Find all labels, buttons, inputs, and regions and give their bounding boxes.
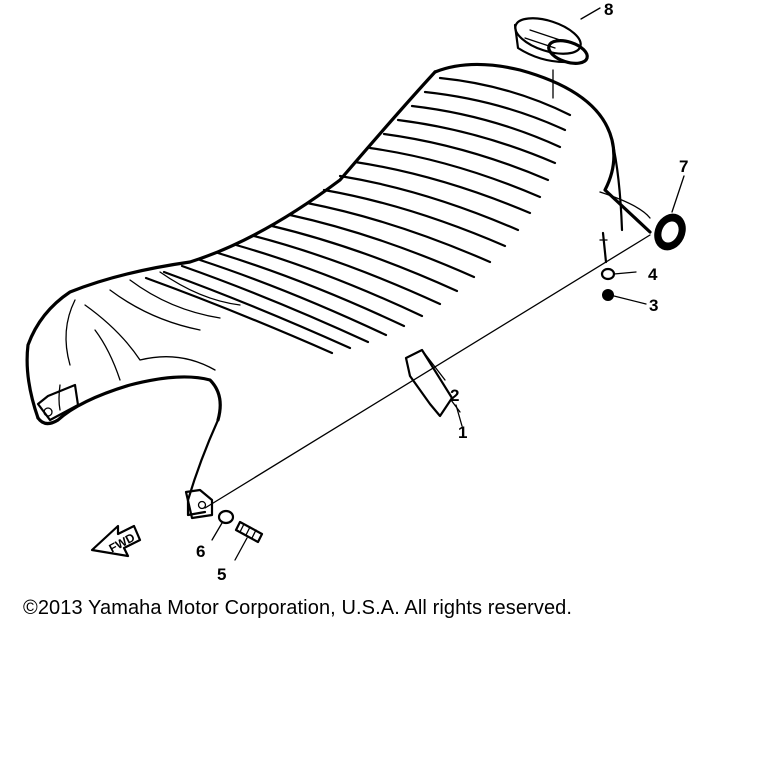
part-3-nut — [602, 289, 614, 301]
callout-labels: 1 2 3 4 5 6 7 8 — [196, 0, 688, 584]
seat-assembly — [25, 62, 652, 520]
part-5-bolt — [234, 520, 264, 544]
callout-5: 5 — [217, 565, 226, 584]
part-7-round-emblem — [654, 175, 686, 251]
part-4-washer — [600, 267, 616, 281]
callout-3: 3 — [649, 296, 658, 315]
callout-7: 7 — [679, 157, 688, 176]
callout-2: 2 — [450, 386, 459, 405]
callout-6: 6 — [196, 542, 205, 561]
part-8-emblem — [513, 7, 601, 99]
callout-1: 1 — [458, 423, 467, 442]
part-6-washer — [217, 509, 235, 525]
fasteners — [211, 231, 647, 561]
part-1-2-bracket — [404, 348, 463, 427]
callout-8: 8 — [604, 0, 613, 19]
fwd-arrow-icon: FWD — [90, 524, 142, 558]
seat-ribs — [144, 76, 572, 355]
fwd-label: FWD — [107, 530, 138, 555]
callout-4: 4 — [648, 265, 658, 284]
copyright-notice: ©2013 Yamaha Motor Corporation, U.S.A. A… — [23, 597, 573, 619]
